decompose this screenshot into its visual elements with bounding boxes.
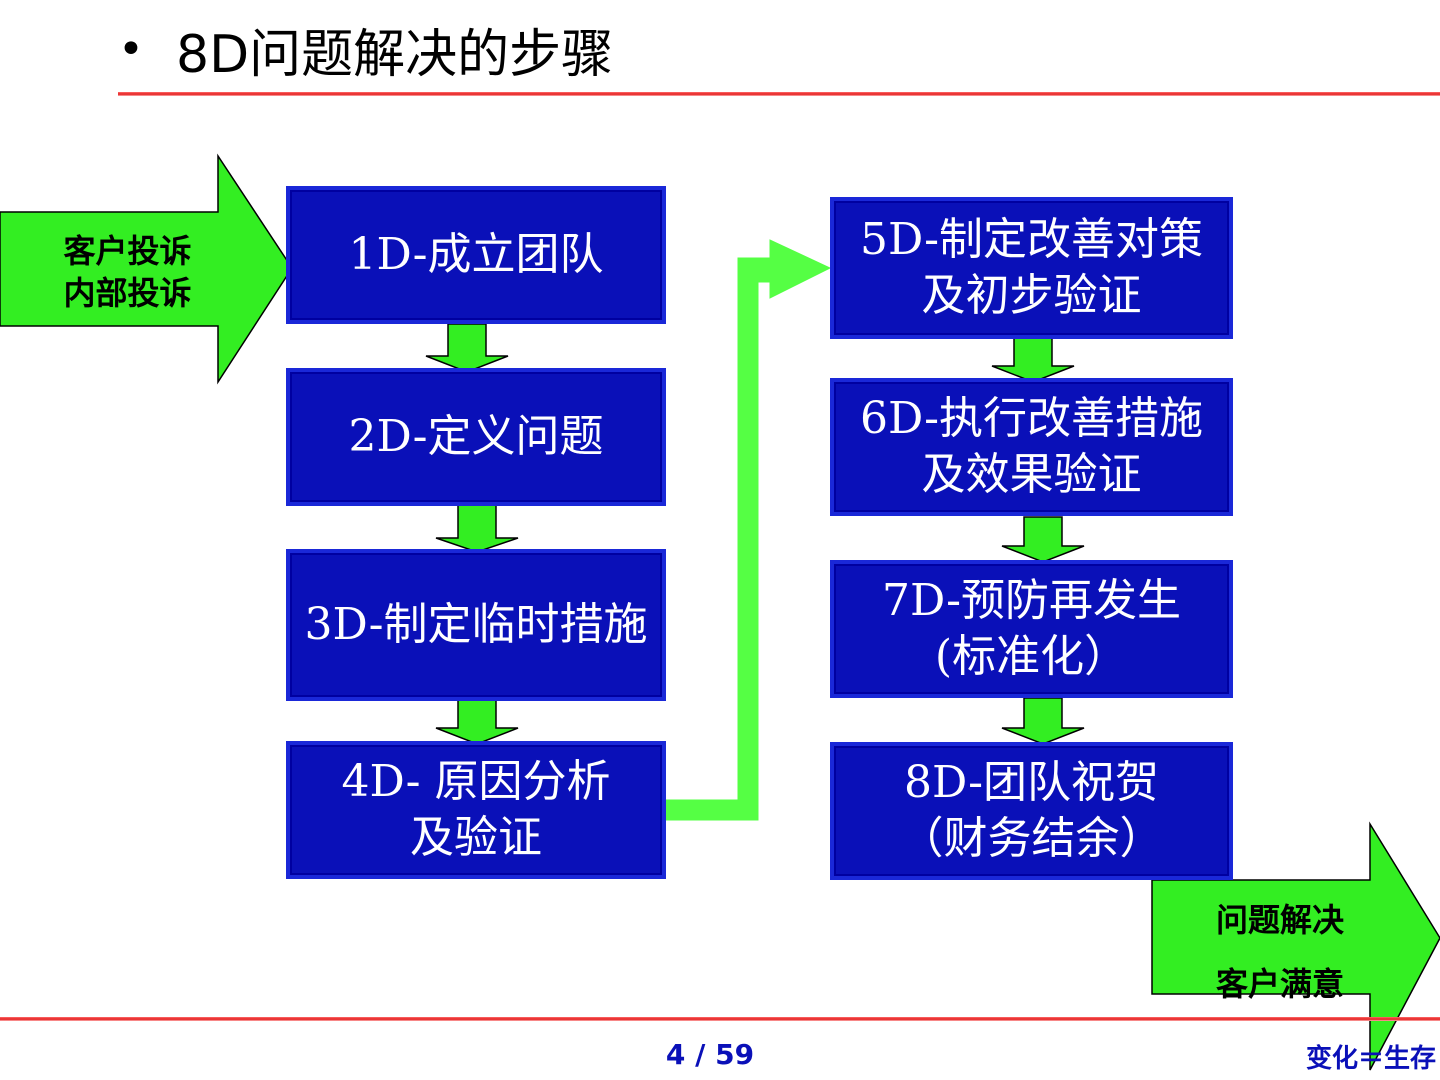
down-arrow-2-3 — [435, 504, 519, 553]
step-2d-box[interactable]: 2D-定义问题 — [286, 368, 666, 506]
footer-divider — [0, 1017, 1440, 1021]
down-arrow-3-4 — [435, 699, 519, 745]
step-8d-box[interactable]: 8D-团队祝贺 （财务结余） — [830, 742, 1233, 880]
title-bullet: • — [118, 23, 144, 75]
output-arrow — [1151, 821, 1440, 1071]
step-3d-box[interactable]: 3D-制定临时措施 — [286, 549, 666, 701]
step-4d-box[interactable]: 4D- 原因分析 及验证 — [286, 741, 666, 879]
input-label: 客户投诉 内部投诉 — [63, 232, 192, 312]
down-arrow-6-7 — [1001, 516, 1085, 563]
down-arrow-5-6 — [991, 337, 1075, 383]
title-text: 8D问题解决的步骤 — [176, 24, 614, 85]
footer-slogan: 变化＝生存 — [1305, 1044, 1436, 1074]
step-7d-box[interactable]: 7D-预防再发生 (标准化） — [830, 560, 1233, 698]
step-5d-box[interactable]: 5D-制定改善对策 及初步验证 — [830, 197, 1233, 339]
title-divider — [118, 92, 1440, 96]
down-arrow-7-8 — [1001, 697, 1085, 745]
connector-4-to-5 — [663, 239, 832, 821]
down-arrow-1-2 — [425, 323, 509, 373]
step-1d-box[interactable]: 1D-成立团队 — [286, 186, 666, 324]
output-label: 问题解决 客户满意 — [1215, 901, 1344, 1003]
page-indicator: 4 / 59 — [665, 1038, 755, 1071]
step-6d-box[interactable]: 6D-执行改善措施 及效果验证 — [830, 378, 1233, 516]
input-arrow — [0, 153, 293, 385]
slide-title: • 8D问题解决的步骤 — [118, 14, 614, 85]
